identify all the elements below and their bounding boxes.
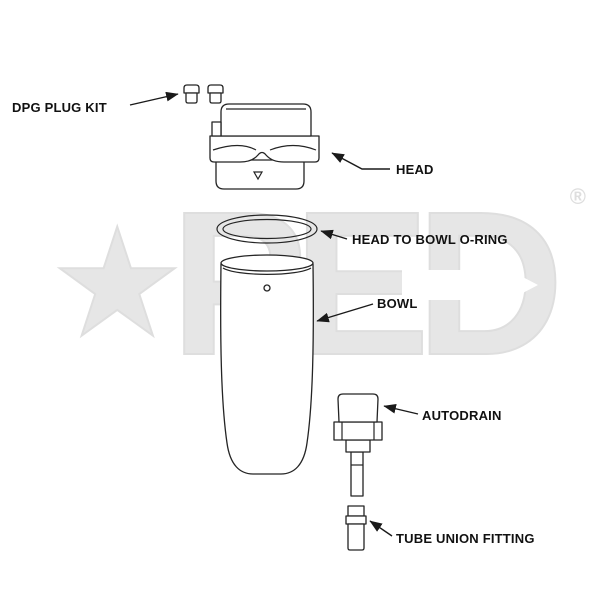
head-arrow xyxy=(331,152,390,170)
tube-union-arrow xyxy=(369,520,393,537)
autodrain-part xyxy=(333,393,383,497)
star-icon: ★ xyxy=(49,199,185,367)
registered-trademark-symbol: ® xyxy=(569,184,586,209)
o-ring-label: HEAD TO BOWL O-RING xyxy=(352,232,508,247)
bowl-part xyxy=(220,254,314,475)
o-ring-part xyxy=(216,214,318,244)
bowl-arrow xyxy=(316,303,374,323)
tube-union-label: TUBE UNION FITTING xyxy=(396,531,535,546)
head-label: HEAD xyxy=(396,162,434,177)
autodrain-arrow xyxy=(383,403,419,415)
head-part xyxy=(209,103,320,190)
arrow-tail-icon xyxy=(402,270,464,300)
arrow-right-icon xyxy=(464,246,538,324)
callout-labels: DPG PLUG KIT HEAD HEAD TO BOWL O-RING BO… xyxy=(12,100,535,546)
dpg-plug-kit-arrow xyxy=(129,91,179,106)
dpg-plug-kit-label: DPG PLUG KIT xyxy=(12,100,107,115)
dpg-plug-kit-part xyxy=(183,84,224,104)
autodrain-label: AUTODRAIN xyxy=(422,408,502,423)
o-ring-arrow xyxy=(320,229,348,240)
callout-arrows xyxy=(129,91,419,537)
tube-union-part xyxy=(345,505,367,551)
bowl-label: BOWL xyxy=(377,296,418,311)
